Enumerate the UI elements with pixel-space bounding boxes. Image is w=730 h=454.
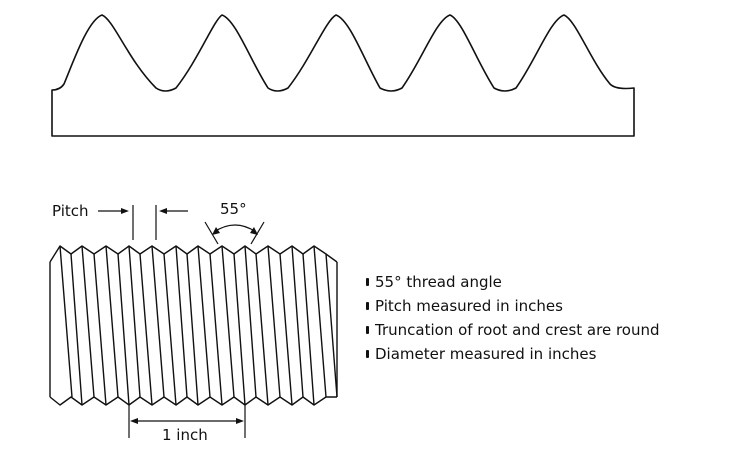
inch-label: 1 inch — [162, 426, 208, 444]
rod-bottom-edge — [49, 396, 337, 406]
bullet-icon — [366, 278, 369, 286]
bullet-icon — [366, 326, 369, 334]
list-item: Pitch measured in inches — [366, 294, 660, 318]
angle-arrow-right — [250, 227, 258, 235]
list-item: Truncation of root and crest are round — [366, 318, 660, 342]
angle-arrow-left — [212, 227, 220, 235]
pitch-dimension — [98, 205, 188, 240]
bullet-icon — [366, 302, 369, 310]
bullet-text: Diameter measured in inches — [375, 345, 597, 363]
bullet-icon — [366, 350, 369, 358]
bullet-text: 55° thread angle — [375, 273, 502, 291]
angle-label: 55° — [220, 200, 247, 218]
bullet-text: Truncation of root and crest are round — [375, 321, 660, 339]
thread-features-list: 55° thread angle Pitch measured in inche… — [366, 270, 660, 366]
thread-profile — [51, 14, 635, 137]
threaded-rod — [49, 245, 338, 406]
pitch-label: Pitch — [52, 202, 89, 220]
list-item: 55° thread angle — [366, 270, 660, 294]
bullet-text: Pitch measured in inches — [375, 297, 563, 315]
thread-lines — [59, 245, 338, 406]
list-item: Diameter measured in inches — [366, 342, 660, 366]
rod-top-edge — [49, 245, 338, 263]
inch-dimension — [128, 403, 246, 438]
